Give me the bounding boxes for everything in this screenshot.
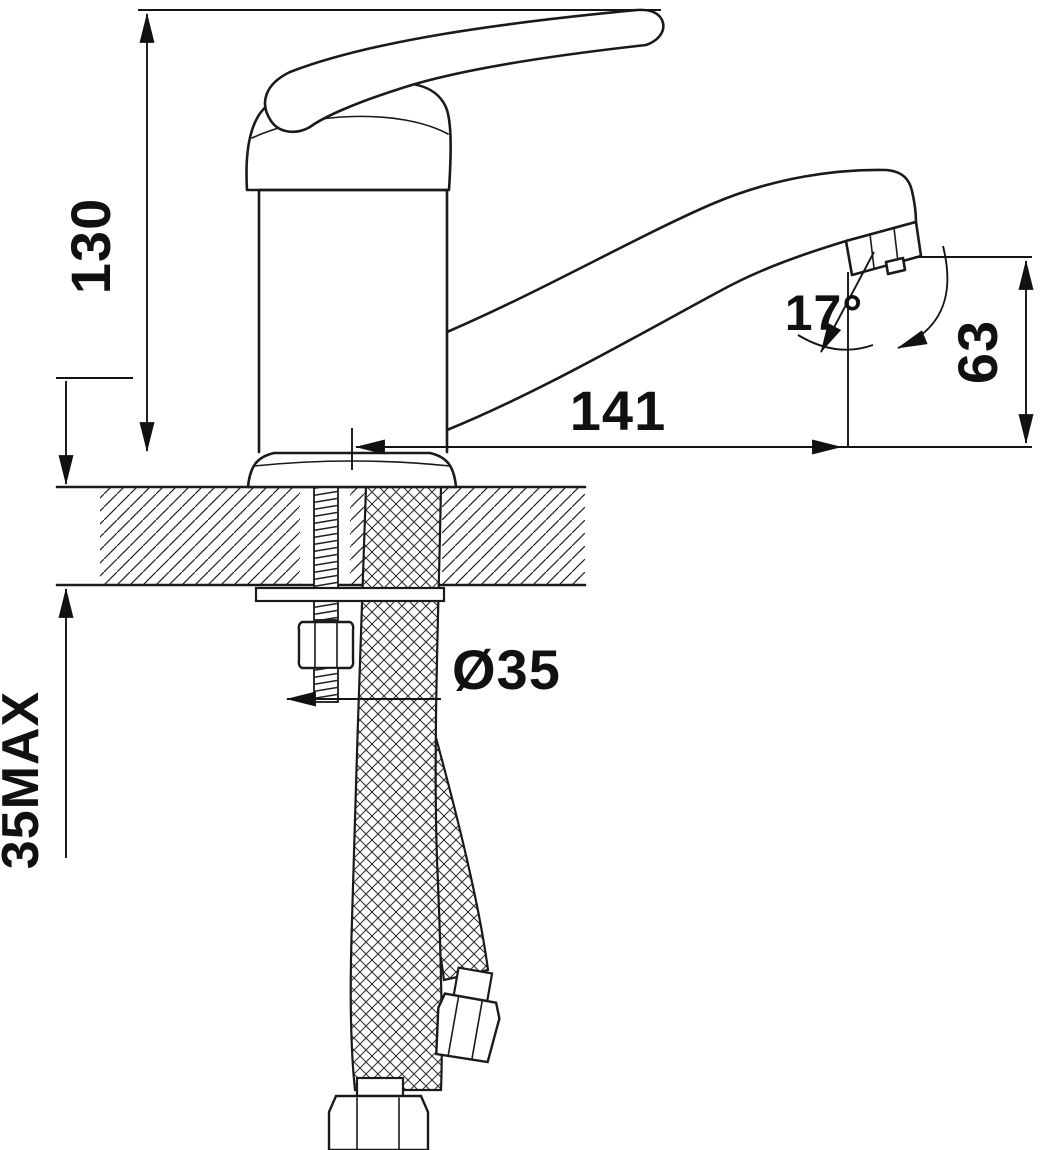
straight-hose-end-nut: [327, 1076, 430, 1150]
spout: [445, 168, 918, 432]
stud-lower-threads: [313, 667, 339, 703]
max-deck-thickness-label: 35MAX: [0, 691, 50, 869]
fitting-facet-left: [447, 996, 460, 1056]
dimension-hole-diameter: Ø35: [285, 638, 561, 707]
hole-diameter-label: Ø35: [452, 638, 561, 701]
faucet: [245, 8, 923, 489]
fitting-facet-right: [471, 1000, 483, 1061]
deck-hatch-middle: [350, 488, 366, 584]
aerator-outlet: [884, 256, 907, 276]
aerator-facet-left: [869, 233, 875, 269]
dimension-overall-height: 130: [59, 9, 661, 453]
mounting-stud: [254, 486, 446, 703]
overall-height-label: 130: [59, 198, 122, 294]
handle-lever: [263, 8, 665, 134]
outlet-height-label: 63: [946, 320, 1009, 384]
countertop-section: [55, 485, 587, 587]
angle-axis-line: [820, 251, 875, 353]
spout-reach-label: 141: [570, 379, 666, 442]
clamping-plate: [254, 586, 446, 603]
fitting-hex-nut: [435, 992, 501, 1064]
supply-hose-straight: [349, 485, 443, 1092]
mounting-nut: [297, 620, 355, 670]
handle-dome-seam: [251, 115, 449, 139]
dimension-outlet-height: 63: [915, 256, 1034, 445]
end-nut-collar: [355, 1076, 405, 1098]
angle-arc: [797, 334, 874, 351]
deck-hatch-left: [100, 488, 300, 584]
aerator: [844, 220, 923, 277]
hose-straight-braid: [349, 485, 443, 1092]
aerator-facet-right: [893, 227, 899, 263]
dimension-max-deck-thickness: 35MAX: [0, 377, 133, 869]
curved-hose-fitting: [435, 966, 501, 1064]
dimension-spout-angle: 17°: [785, 245, 949, 353]
angle-sweep-arrow: [897, 245, 949, 349]
spout-angle-label: 17°: [785, 285, 864, 341]
deck-hatch-right: [442, 488, 585, 584]
dimension-spout-reach: 141: [351, 272, 1032, 470]
end-hex-nut: [327, 1094, 430, 1150]
